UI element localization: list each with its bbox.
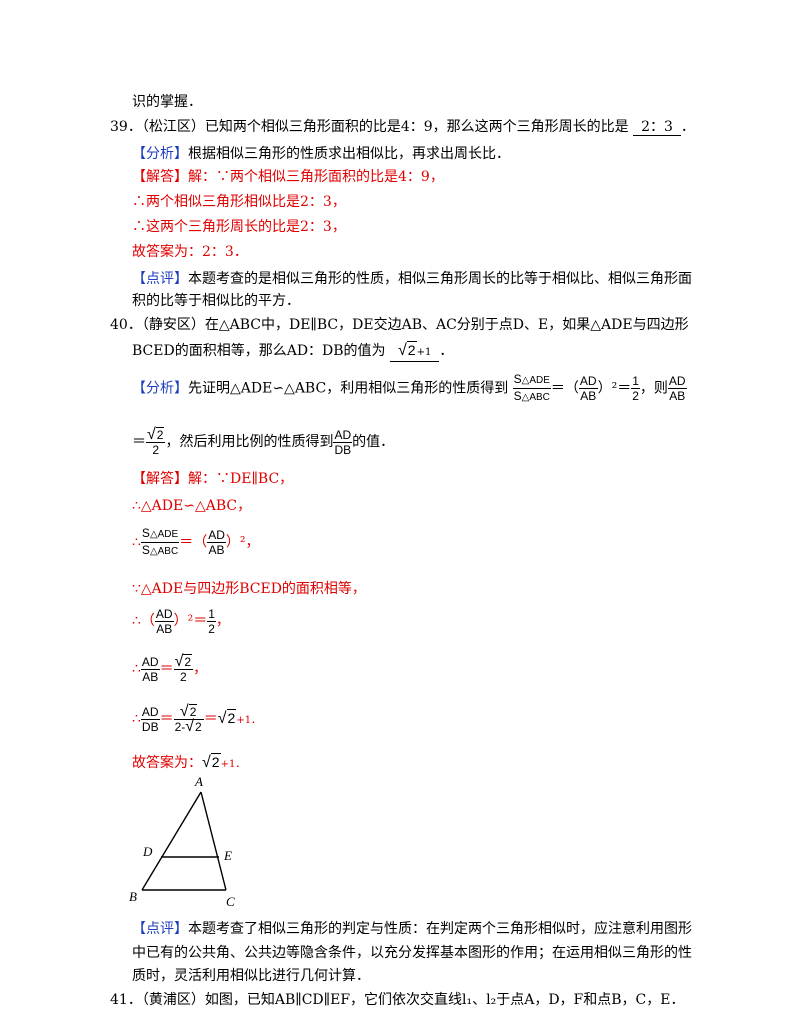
q40-stem-2: BCED的面积相等，那么AD：DB的值为 √2+1． bbox=[132, 341, 453, 362]
label-a: A bbox=[194, 774, 203, 789]
q40-comment-1: 【点评】本题考查了相似三角形的判定与性质：在判定两个三角形相似时，应注意利用图形 bbox=[132, 921, 692, 937]
side-ac bbox=[200, 791, 227, 891]
q39-answer: 2：3 bbox=[633, 119, 681, 136]
q40-sol-4: ∵△ADE与四边形BCED的面积相等， bbox=[132, 581, 366, 597]
q40-final: 故答案为：√2+1． bbox=[132, 753, 246, 771]
q39-solution-1: 【解答】解：∵两个相似三角形面积的比是4：9， bbox=[132, 169, 444, 185]
q39-solution-4: 故答案为：2：3． bbox=[132, 244, 248, 260]
q40-comment-2: 中已有的公共角、公共边等隐含条件，以充分发挥基本图形的作用；在运用相似三角形的性 bbox=[132, 945, 692, 961]
q40-stem-1: 40．（静安区）在△ABC中，DE∥BC，DE交边AB、AC分别于点D、E，如果… bbox=[110, 317, 689, 333]
q39-comment-2: 积的比等于相似比的平方． bbox=[132, 293, 300, 309]
q40-comment-3: 质时，灵活利用相似比进行几何计算． bbox=[132, 968, 370, 984]
q39-solution-2: ∴两个相似三角形相似比是2：3， bbox=[132, 194, 346, 210]
q40-answer: √2+1 bbox=[390, 341, 440, 362]
q41-stem: 41．（黄浦区）如图，已知AB∥CD∥EF，它们依次交直线l₁、l₂于点A，D，… bbox=[110, 992, 685, 1008]
q40-sol-2: ∴△ADE∽△ABC， bbox=[132, 498, 252, 514]
triangle-figure: A D E B C bbox=[129, 774, 235, 909]
q38-tail: 识的掌握． bbox=[132, 94, 202, 110]
q39-analysis: 【分析】根据相似三角形的性质求出相似比，再求出周长比． bbox=[132, 146, 510, 162]
label-e: E bbox=[223, 848, 232, 863]
label-b: B bbox=[129, 889, 137, 904]
q39-stem: 39．（松江区）已知两个相似三角形面积的比是4：9，那么这两个三角形周长的比是 … bbox=[110, 119, 695, 136]
side-ab bbox=[141, 791, 202, 891]
q39-comment-1: 【点评】本题考查的是相似三角形的性质，相似三角形周长的比等于相似比、相似三角形面 bbox=[132, 271, 692, 287]
label-c: C bbox=[226, 894, 235, 909]
q40-sol-1: 【解答】解：∵DE∥BC， bbox=[132, 471, 294, 487]
label-d: D bbox=[142, 844, 153, 859]
q39-solution-3: ∴这两个三角形周长的比是2：3， bbox=[132, 219, 346, 235]
